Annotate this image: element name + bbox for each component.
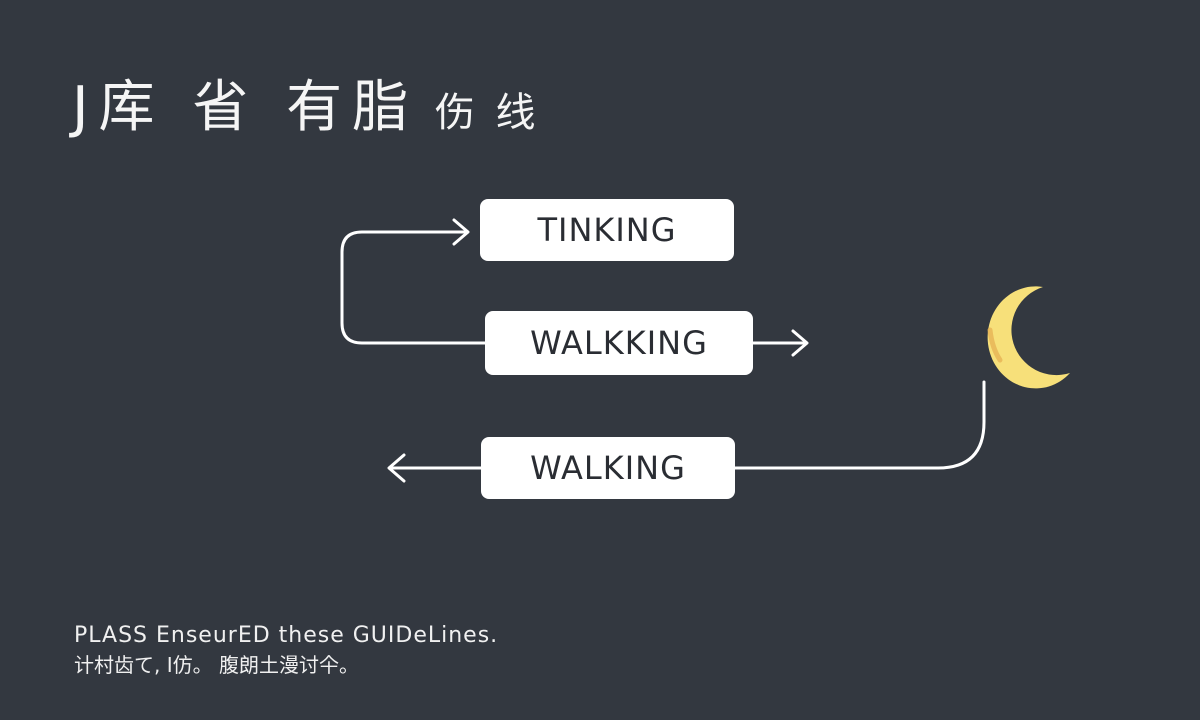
flow-step-label: TINKING	[537, 211, 677, 249]
crescent-moon-icon	[987, 286, 1070, 389]
flow-step-box: WALKING	[481, 437, 735, 499]
page-title: J库 省 有脂 伤 线	[72, 80, 540, 136]
footer-text: PLASS EnseurED these GUIDeLines. 计村齿て, I…	[74, 622, 498, 680]
footer-line-1: PLASS EnseurED these GUIDeLines.	[74, 623, 499, 648]
loop-connector-line	[340, 230, 489, 345]
title-small-text: 伤 线	[418, 90, 540, 136]
arrow-right-icon	[791, 329, 809, 357]
flow-step-label: WALKING	[530, 449, 686, 487]
flow-step-box: WALKKING	[485, 311, 753, 375]
flow-step-box: TINKING	[480, 199, 734, 261]
arrow-left-icon	[387, 453, 406, 483]
flow-step-label: WALKKING	[530, 324, 708, 362]
arrow-right-icon	[452, 218, 470, 246]
title-main-text: J库 省 有脂	[72, 75, 419, 140]
moon-connector-line	[733, 380, 986, 470]
footer-line-2: 计村齿て, I仿。 腹朗土漫讨仐。	[74, 653, 359, 677]
